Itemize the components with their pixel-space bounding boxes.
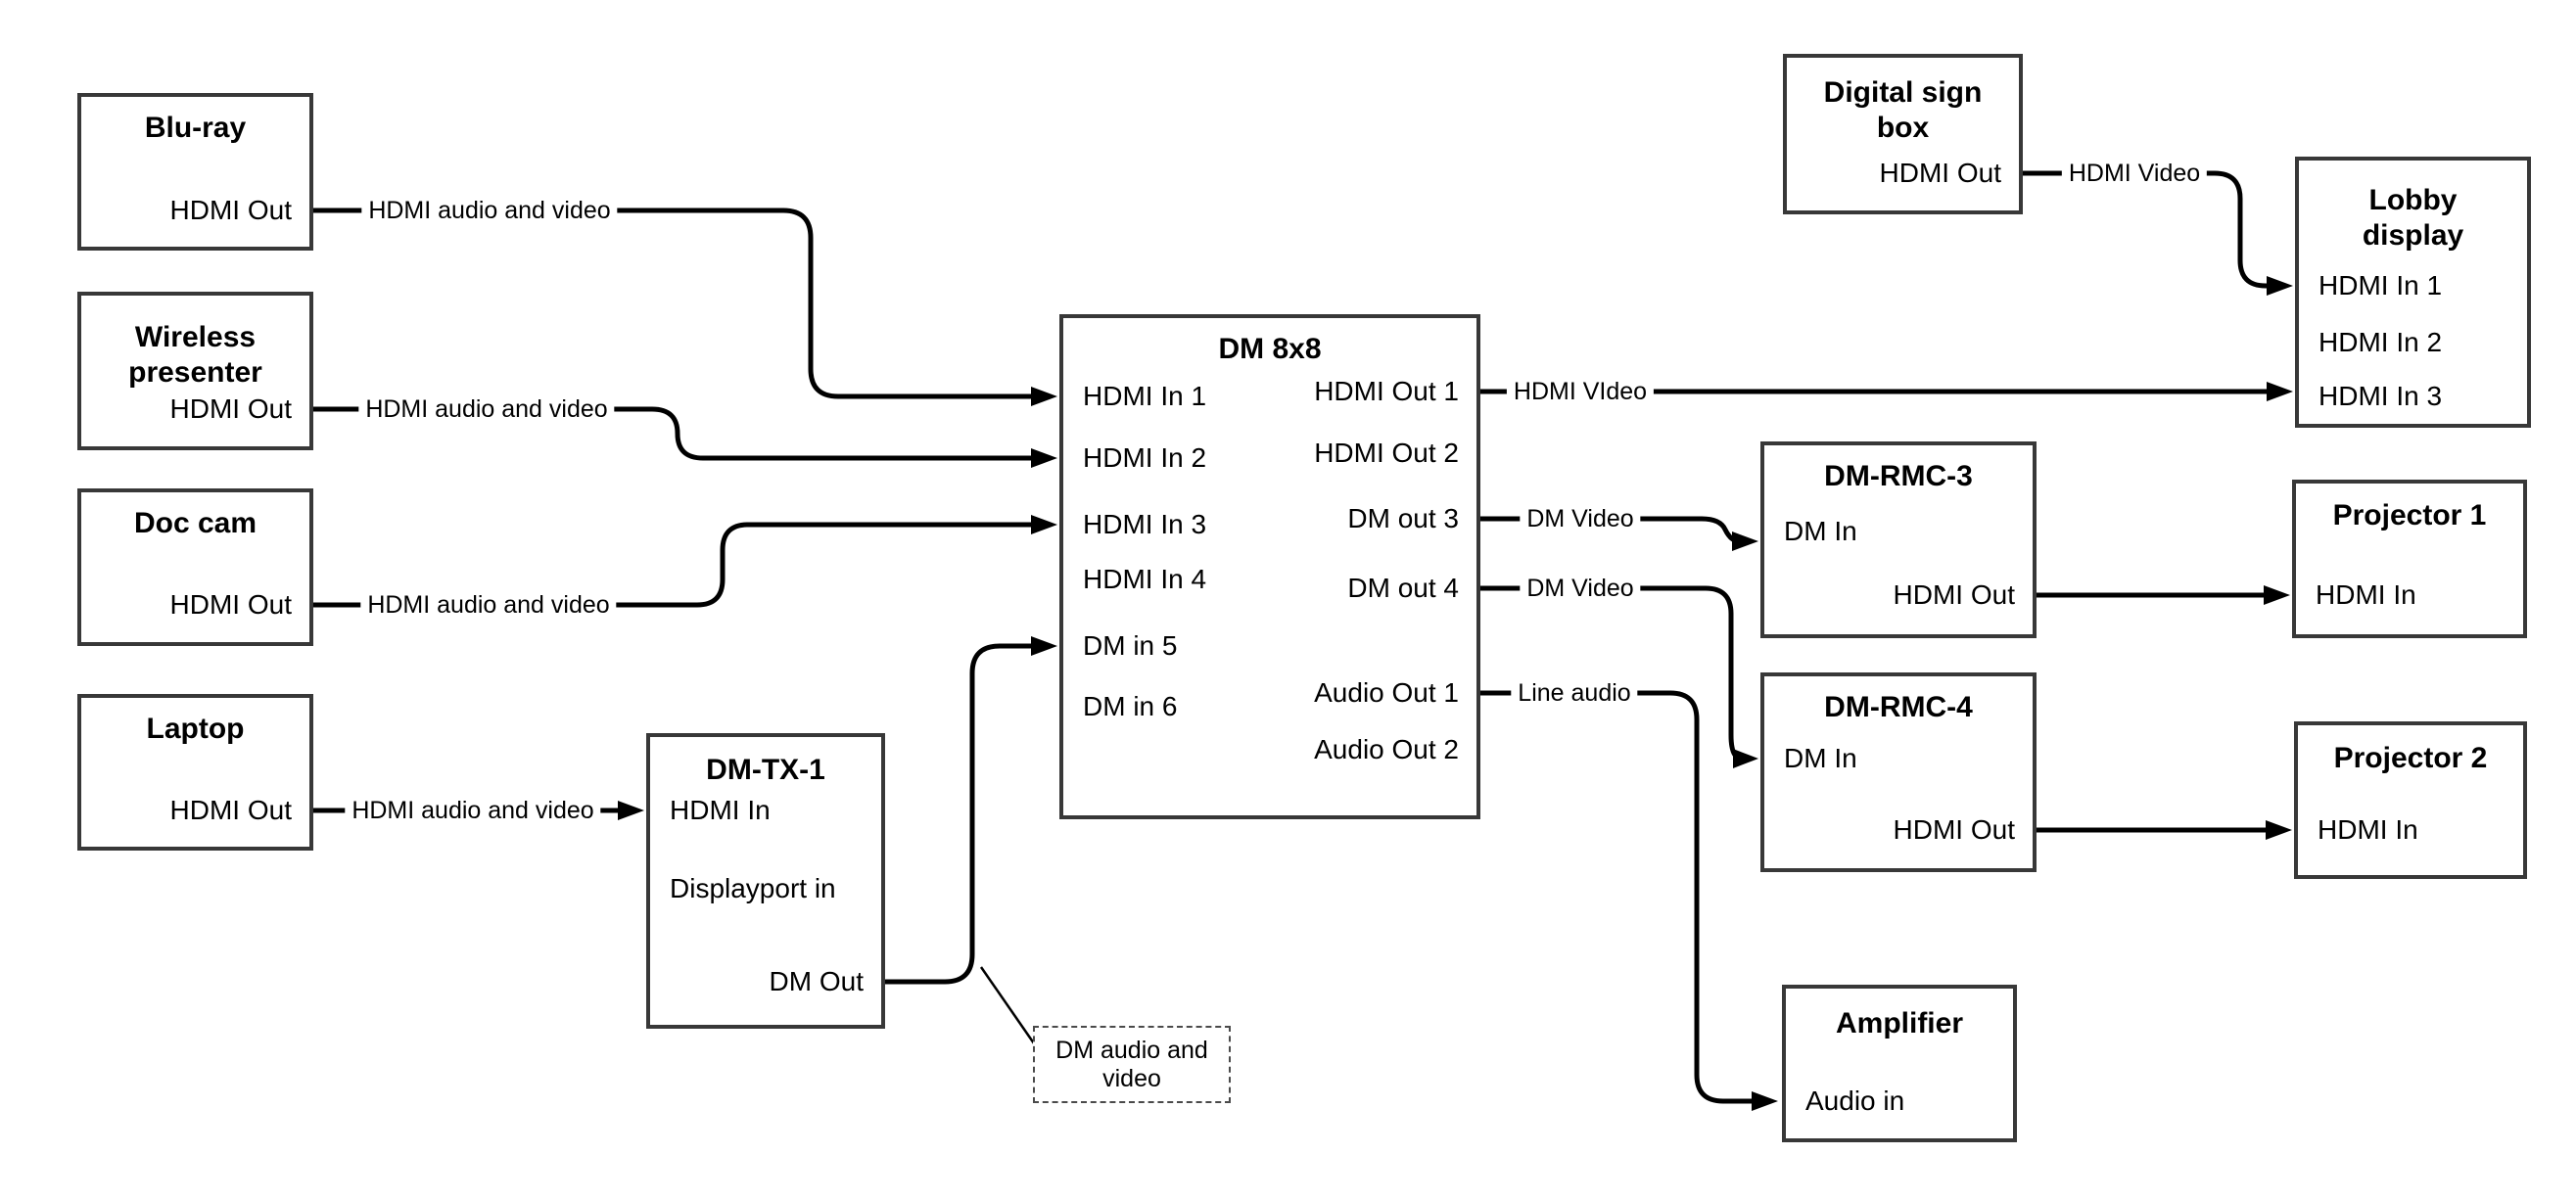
box-title: Laptop: [146, 713, 245, 745]
box-title: Amplifier: [1835, 1007, 1964, 1039]
arrowhead: [1733, 749, 1758, 768]
port-hdmi-in-1: HDMI In 1: [2318, 270, 2443, 300]
port-hdmi-out: HDMI Out: [1893, 814, 2015, 845]
port-hdmi-out: HDMI Out: [1893, 579, 2015, 610]
wire-label-hdmi-out-1: HDMI VIdeo: [1506, 377, 1655, 406]
arrowhead: [618, 801, 644, 820]
port-audio-out-1: Audio Out 1: [1314, 677, 1459, 708]
box-wireless-presenter: Wireless presenter HDMI Out: [77, 292, 313, 450]
wire-dmtx1-to-dm8x8-in5: [885, 643, 1034, 985]
arrowhead: [2267, 382, 2293, 401]
arrowhead: [2266, 820, 2292, 840]
callout-text: DM audio and video: [1055, 1036, 1208, 1092]
callout-leader-line: [979, 966, 1036, 1044]
port-dm-out-3: DM out 3: [1347, 503, 1459, 533]
wire-label-audio-out-1: Line audio: [1511, 678, 1638, 708]
arrowhead: [1732, 531, 1758, 551]
box-projector-2: Projector 2 HDMI In: [2294, 721, 2527, 879]
arrowhead: [1031, 636, 1057, 656]
box-title: Digital sign box: [1823, 76, 1983, 144]
wire-dm8x8-audio1-to-amplifier: [1480, 690, 1755, 1104]
wire-label-wireless: HDMI audio and video: [358, 394, 615, 424]
port-hdmi-out-1: HDMI Out 1: [1314, 376, 1459, 406]
port-hdmi-in: HDMI In: [2316, 579, 2416, 610]
port-audio-out-2: Audio Out 2: [1314, 734, 1459, 764]
port-hdmi-in-2: HDMI In 2: [1083, 442, 1207, 473]
box-title: Wireless presenter: [128, 321, 262, 389]
port-dm-in-5: DM in 5: [1083, 630, 1178, 661]
box-title: Blu-ray: [144, 112, 247, 144]
port-hdmi-in-3: HDMI In 3: [1083, 509, 1207, 539]
box-dm-tx-1: DM-TX-1 HDMI In Displayport in DM Out: [646, 733, 885, 1029]
port-dm-in: DM In: [1784, 516, 1857, 546]
wire-label-dm-out-3: DM Video: [1520, 504, 1641, 533]
port-hdmi-in-2: HDMI In 2: [2318, 327, 2443, 357]
box-title: Doc cam: [133, 507, 258, 539]
arrowhead: [1752, 1091, 1778, 1111]
arrowhead: [1031, 448, 1057, 468]
arrowhead: [2267, 276, 2293, 296]
box-dm-rmc-4: DM-RMC-4 DM In HDMI Out: [1760, 672, 2037, 872]
box-title: DM-RMC-3: [1824, 460, 1973, 492]
port-hdmi-out: HDMI Out: [169, 795, 292, 825]
port-hdmi-in-1: HDMI In 1: [1083, 381, 1207, 411]
wire-dm8x8-out4-to-dmrmc4: [1480, 585, 1743, 762]
box-dm-rmc-3: DM-RMC-3 DM In HDMI Out: [1760, 441, 2037, 638]
box-title: DM-RMC-4: [1824, 691, 1973, 723]
port-audio-in: Audio in: [1805, 1086, 1905, 1116]
port-hdmi-in: HDMI In: [670, 795, 771, 825]
box-bluray: Blu-ray HDMI Out: [77, 93, 313, 251]
box-doc-cam: Doc cam HDMI Out: [77, 488, 313, 646]
box-laptop: Laptop HDMI Out: [77, 694, 313, 851]
wire-digitalsign-to-lobby-in1: [2023, 170, 2270, 289]
port-hdmi-out-2: HDMI Out 2: [1314, 438, 1459, 468]
port-hdmi-out: HDMI Out: [169, 195, 292, 225]
wire-bluray-to-dm8x8-in1: [313, 208, 1034, 399]
arrowhead: [2264, 585, 2290, 605]
wire-label-bluray: HDMI audio and video: [361, 196, 618, 225]
box-title: Projector 2: [2333, 742, 2488, 774]
wire-wireless-to-dm8x8-in2: [313, 406, 1034, 461]
wire-doccam-to-dm8x8-in3: [313, 522, 1034, 608]
box-projector-1: Projector 1 HDMI In: [2292, 480, 2527, 638]
box-title: Lobby display: [2362, 184, 2464, 252]
port-hdmi-in: HDMI In: [2318, 814, 2418, 845]
arrowhead: [1031, 515, 1057, 534]
port-hdmi-in-3: HDMI In 3: [2318, 381, 2443, 411]
box-digital-sign: Digital sign box HDMI Out: [1783, 54, 2023, 214]
port-hdmi-out: HDMI Out: [169, 589, 292, 620]
box-title: DM 8x8: [1218, 333, 1322, 365]
box-dm-8x8: DM 8x8 HDMI In 1 HDMI In 2 HDMI In 3 HDM…: [1059, 314, 1480, 819]
port-hdmi-out: HDMI Out: [1879, 158, 2001, 188]
port-dm-in-6: DM in 6: [1083, 691, 1178, 721]
box-lobby-display: Lobby display HDMI In 1 HDMI In 2 HDMI I…: [2295, 157, 2531, 428]
callout-dm-audio-video: DM audio and video: [1033, 1026, 1231, 1103]
port-hdmi-out: HDMI Out: [169, 393, 292, 424]
wire-label-laptop: HDMI audio and video: [345, 796, 601, 825]
port-dm-in: DM In: [1784, 743, 1857, 773]
arrowhead: [1031, 387, 1057, 406]
box-title: DM-TX-1: [706, 754, 825, 786]
port-dm-out-4: DM out 4: [1347, 573, 1459, 603]
box-title: Projector 1: [2332, 499, 2487, 531]
box-amplifier: Amplifier Audio in: [1782, 985, 2017, 1142]
port-displayport-in: Displayport in: [670, 873, 836, 903]
port-dm-out: DM Out: [769, 966, 864, 996]
port-hdmi-in-4: HDMI In 4: [1083, 564, 1207, 594]
wire-label-dm-out-4: DM Video: [1520, 574, 1641, 603]
wire-label-digital-sign: HDMI Video: [2061, 159, 2208, 188]
wire-label-doccam: HDMI audio and video: [360, 590, 617, 620]
